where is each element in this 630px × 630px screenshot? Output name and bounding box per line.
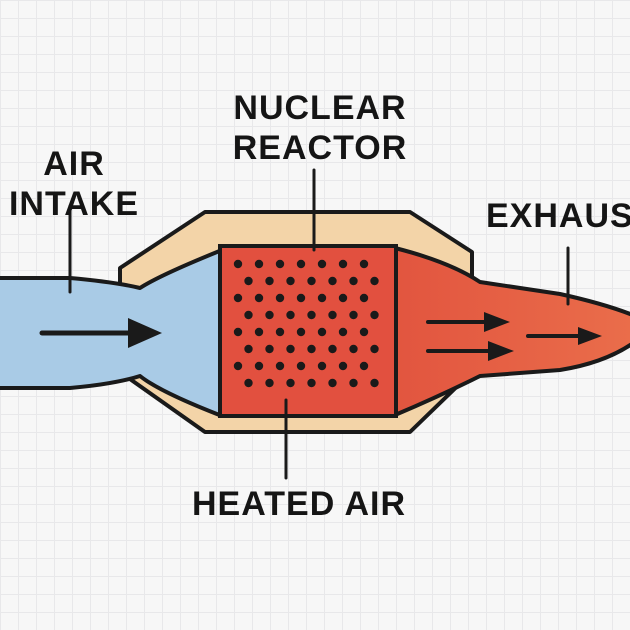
fuel-dot [254,259,264,269]
exhaust-flow-arrow [526,327,602,345]
fuel-dot [265,310,274,320]
fuel-dot [275,259,285,269]
fuel-dot [296,293,306,303]
intake-flow-arrow [39,318,162,348]
fuel-dot [370,344,379,354]
exhaust-plume [393,246,630,417]
fuel-dot [244,344,253,354]
fuel-dot [359,293,369,303]
fuel-dot [338,327,348,337]
fuel-dot [275,361,285,371]
fuel-dot [244,276,253,286]
fuel-dot [338,259,348,269]
fuel-dot [349,378,358,388]
reactor-core [218,244,398,418]
fuel-dot [370,378,379,388]
fuel-dot [349,276,358,286]
fuel-dot [286,310,295,320]
heated-flow-arrow-upper [426,312,510,332]
fuel-dot [275,327,285,337]
fuel-dot [286,344,295,354]
fuel-dot [233,361,243,371]
fuel-dot [338,361,348,371]
heated-flow-arrow-lower [426,341,514,361]
fuel-dot [328,344,337,354]
fuel-dot [328,310,337,320]
fuel-dot [254,293,264,303]
fuel-dot [244,310,253,320]
fuel-dot [244,378,253,388]
reactor-fuel-dots [233,259,379,388]
fuel-dot [359,361,369,371]
fuel-dot [317,259,327,269]
fuel-dot [349,310,358,320]
fuel-dot [307,344,316,354]
fuel-dot [233,327,243,337]
air-intake-label-line1: AIR [43,145,105,183]
fuel-dot [286,378,295,388]
nuclear-reactor-label-line1: NUCLEAR [233,89,407,127]
fuel-dot [265,276,274,286]
fuel-dot [275,293,285,303]
fuel-dot [296,361,306,371]
fuel-dot [254,327,264,337]
fuel-dot [359,327,369,337]
fuel-dot [317,293,327,303]
exhaust-label: EXHAUS [486,197,630,235]
fuel-dot [338,293,348,303]
fuel-dot [265,378,274,388]
heated-air-label: HEATED AIR [192,485,406,523]
fuel-dot [370,276,379,286]
air-intake-label-line2: INTAKE [8,185,140,223]
fuel-dot [286,276,295,286]
fuel-dot [349,344,358,354]
fuel-dot [307,310,316,320]
nuclear-reactor-label-line2: REACTOR [232,129,408,167]
fuel-dot [359,259,369,269]
fuel-dot [317,361,327,371]
fuel-dot [265,344,274,354]
fuel-dot [370,310,379,320]
fuel-dot [317,327,327,337]
fuel-dot [328,378,337,388]
fuel-dot [307,276,316,286]
fuel-dot [254,361,264,371]
fuel-dot [307,378,316,388]
fuel-dot [233,293,243,303]
fuel-dot [296,259,306,269]
fuel-dot [233,259,243,269]
fuel-dot [296,327,306,337]
fuel-dot [328,276,337,286]
